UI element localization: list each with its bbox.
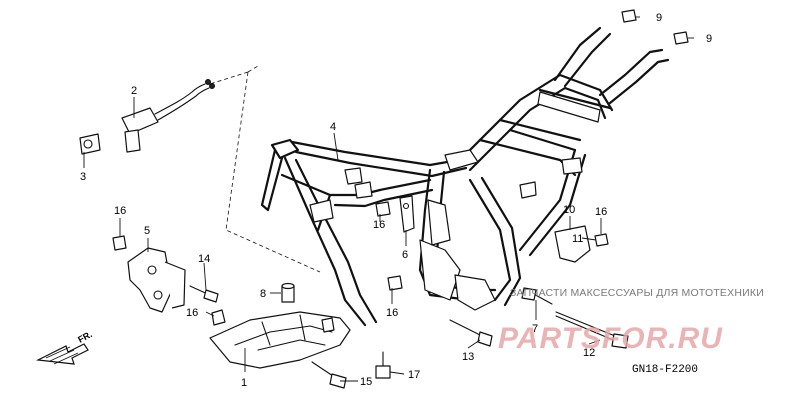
frame-body <box>260 26 670 327</box>
callout-16-right: 16 <box>595 206 607 218</box>
front-direction-label: FR. <box>76 329 93 345</box>
callout-8: 8 <box>260 288 266 300</box>
callout-2: 2 <box>131 85 137 97</box>
callout-16-lower: 16 <box>386 307 398 319</box>
callout-16-bottom: 16 <box>186 307 198 319</box>
callout-4: 4 <box>330 121 336 133</box>
callout-9-lower: 9 <box>706 33 712 45</box>
front-direction-arrow: FR. <box>35 329 94 365</box>
callout-7: 7 <box>532 323 538 335</box>
watermark-logo: PARTSFOR.RU <box>498 322 723 355</box>
diagram-code: GN18-F2200 <box>632 364 698 376</box>
leader-lines <box>83 16 694 382</box>
callout-1: 1 <box>241 377 247 389</box>
watermark-caption: ЗАПЧАСТИ МАКСЕССУАРЫ ДЛЯ МОТОТЕХНИКИ <box>510 287 764 299</box>
skid-plate <box>209 309 351 369</box>
callout-17: 17 <box>408 369 420 381</box>
callout-13: 13 <box>462 351 474 363</box>
callout-6: 6 <box>402 249 408 261</box>
callout-16-left: 16 <box>114 205 126 217</box>
ignition-switch <box>79 79 215 155</box>
callout-9-upper: 9 <box>656 12 662 24</box>
callout-5: 5 <box>144 225 150 237</box>
dashed-guide-line <box>209 65 321 273</box>
callout-15: 15 <box>360 376 372 388</box>
side-bracket <box>112 235 186 313</box>
callout-10: 10 <box>563 204 575 216</box>
fasteners <box>189 9 689 389</box>
callout-11: 11 <box>572 233 583 245</box>
callout-12: 12 <box>583 347 595 359</box>
callout-3: 3 <box>80 171 86 183</box>
callout-14: 14 <box>198 253 210 265</box>
callout-16-center: 16 <box>373 219 385 231</box>
